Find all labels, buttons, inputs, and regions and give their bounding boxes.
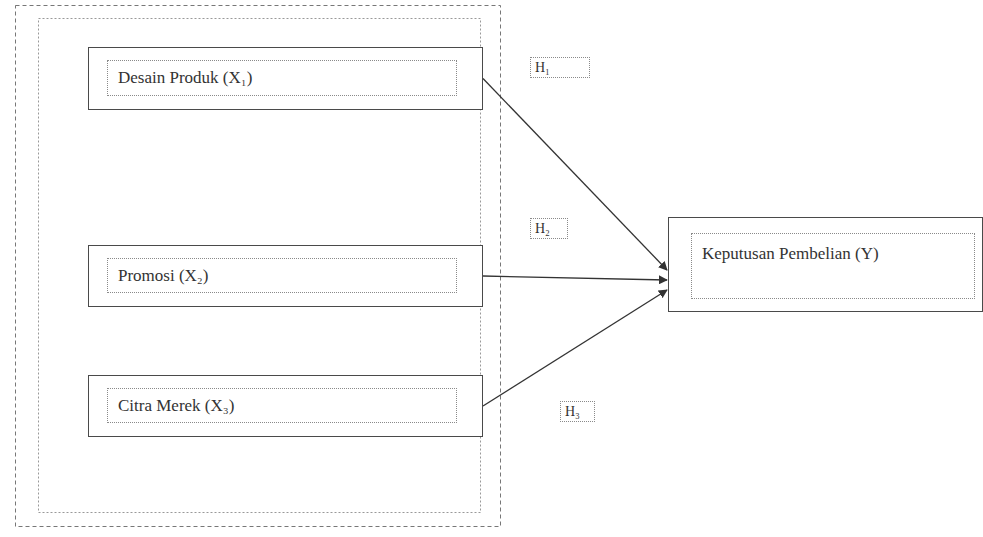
inner-dotted-frame: Keputusan Pembelian (Y) [691,233,975,299]
inner-dotted-frame: Desain Produk (X₁) [107,60,457,96]
hypothesis-label: H₁ [535,60,550,76]
variable-name: Keputusan Pembelian (Y) [702,244,879,264]
outer-dashed-frame [16,6,501,527]
variable-name: Desain Produk (X₁) [118,68,252,88]
hypothesis-label-box: H₂ [530,218,568,239]
variable-box: Promosi (X₂) [88,245,483,307]
influence-arrow [483,79,667,271]
variable-box: Citra Merek (X₃) [88,375,483,437]
variable-name: Citra Merek (X₃) [118,396,234,416]
variable-box: Keputusan Pembelian (Y) [668,217,983,312]
hypothesis-label-box: H₃ [560,401,595,422]
influence-arrow [483,276,667,280]
variable-name: Promosi (X₂) [118,266,208,286]
hypothesis-label: H₃ [565,404,580,420]
influence-arrow [483,290,667,406]
inner-dotted-frame: Promosi (X₂) [107,258,457,293]
hypothesis-label: H₂ [535,221,550,237]
inner-dotted-frame: Citra Merek (X₃) [107,388,457,423]
variable-box: Desain Produk (X₁) [88,47,483,110]
hypothesis-label-box: H₁ [530,57,590,78]
